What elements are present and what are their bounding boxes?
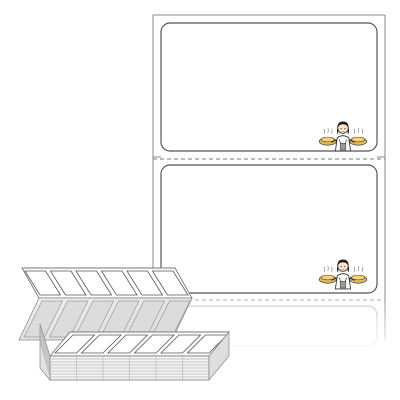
strip-label	[126, 270, 164, 296]
strip-label	[100, 270, 138, 296]
stack-label	[107, 334, 149, 354]
label-top	[160, 22, 378, 152]
strip-label	[49, 270, 87, 296]
stack-label	[186, 334, 228, 354]
stack-label	[160, 334, 202, 354]
stack-label	[80, 334, 122, 354]
fanfold-strip	[18, 267, 193, 341]
label-bottom	[160, 164, 378, 294]
strip-label	[75, 270, 113, 296]
perforation-line	[153, 156, 385, 160]
fanfold-stack	[39, 323, 230, 381]
strip-label	[151, 270, 189, 296]
stack-label	[133, 334, 175, 354]
strip-label	[24, 270, 62, 296]
stack-label	[54, 334, 96, 354]
